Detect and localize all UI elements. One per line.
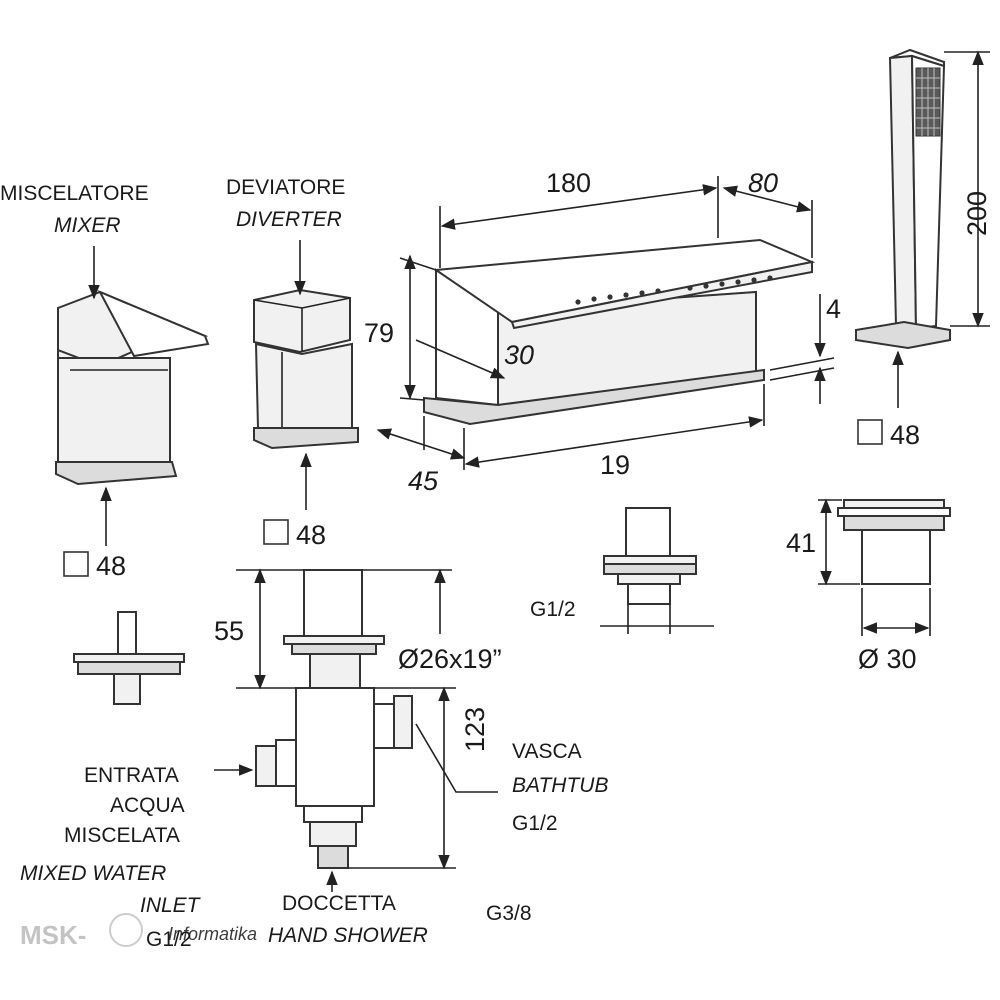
shower-outlet-label-it: DOCCETTA bbox=[282, 892, 396, 915]
bathtub-thread: G1/2 bbox=[512, 812, 558, 835]
spout-length: 180 bbox=[546, 168, 591, 198]
spout-connection-drawing bbox=[603, 507, 697, 605]
inlet-label-line3: MISCELATA bbox=[64, 824, 180, 847]
shower-holder-drawing bbox=[837, 499, 951, 585]
spout-angle: 30 bbox=[504, 340, 534, 370]
mixer-drawing bbox=[55, 289, 210, 486]
hand-shower-drawing bbox=[855, 48, 951, 350]
inlet-label-en-line1: MIXED WATER bbox=[20, 862, 166, 885]
spout-depth-line bbox=[722, 185, 812, 213]
bathtub-label-it: VASCA bbox=[512, 740, 582, 763]
diverter-size: 48 bbox=[296, 520, 326, 550]
bathtub-leader bbox=[415, 723, 498, 793]
mixer-label-en: MIXER bbox=[54, 214, 121, 237]
spout-thickness: 4 bbox=[826, 294, 841, 324]
hand-shower-height: 200 bbox=[962, 191, 992, 236]
diverter-square-icon bbox=[263, 519, 289, 545]
shower-holder-diameter: Ø 30 bbox=[858, 644, 917, 674]
bathtub-label-en: BATHTUB bbox=[512, 774, 608, 797]
mixer-connection-drawing bbox=[73, 611, 185, 705]
mixer-square-icon bbox=[63, 551, 89, 577]
inlet-label-line1: ENTRATA bbox=[84, 764, 179, 787]
diverter-thread-spec: Ø26x19” bbox=[398, 644, 502, 674]
diverter-height-body: 123 bbox=[460, 707, 490, 752]
spout-base-depth: 45 bbox=[408, 466, 439, 496]
spout-base-length: 19 bbox=[600, 450, 630, 480]
watermark-logo: MSK- Informatika bbox=[20, 913, 257, 950]
mixer-label-it: MISCELATORE bbox=[0, 182, 149, 205]
svg-text:Informatika: Informatika bbox=[168, 924, 257, 944]
shower-outlet-thread: G3/8 bbox=[486, 902, 532, 925]
mixer-size: 48 bbox=[96, 551, 126, 581]
diverter-body-drawing bbox=[255, 569, 413, 869]
spout-angle-line bbox=[415, 339, 506, 379]
shower-outlet-label-en: HAND SHOWER bbox=[268, 924, 428, 947]
diverter-height-top: 55 bbox=[214, 616, 244, 646]
svg-text:MSK-: MSK- bbox=[20, 920, 86, 950]
spout-length-line bbox=[440, 184, 718, 230]
spout-base-depth-line bbox=[376, 428, 466, 460]
diverter-label-en: DIVERTER bbox=[236, 208, 342, 231]
hand-shower-holes bbox=[916, 68, 940, 136]
spout-height: 79 bbox=[364, 318, 394, 348]
spout-drawing bbox=[423, 238, 816, 426]
inlet-thread: G1/2 bbox=[146, 928, 192, 951]
spout-outlet-holes bbox=[575, 275, 773, 305]
shower-holder-height: 41 bbox=[786, 528, 816, 558]
spout-depth: 80 bbox=[748, 168, 778, 198]
spout-base-length-line bbox=[464, 416, 764, 468]
hand-shower-square-icon bbox=[857, 419, 883, 445]
inlet-label-line2: ACQUA bbox=[110, 794, 185, 817]
inlet-label-en-line2: INLET bbox=[140, 894, 202, 917]
spout-connection-thread: G1/2 bbox=[530, 598, 576, 621]
diverter-label-it: DEVIATORE bbox=[226, 176, 345, 199]
hand-shower-size: 48 bbox=[890, 420, 920, 450]
diverter-drawing bbox=[253, 288, 359, 450]
